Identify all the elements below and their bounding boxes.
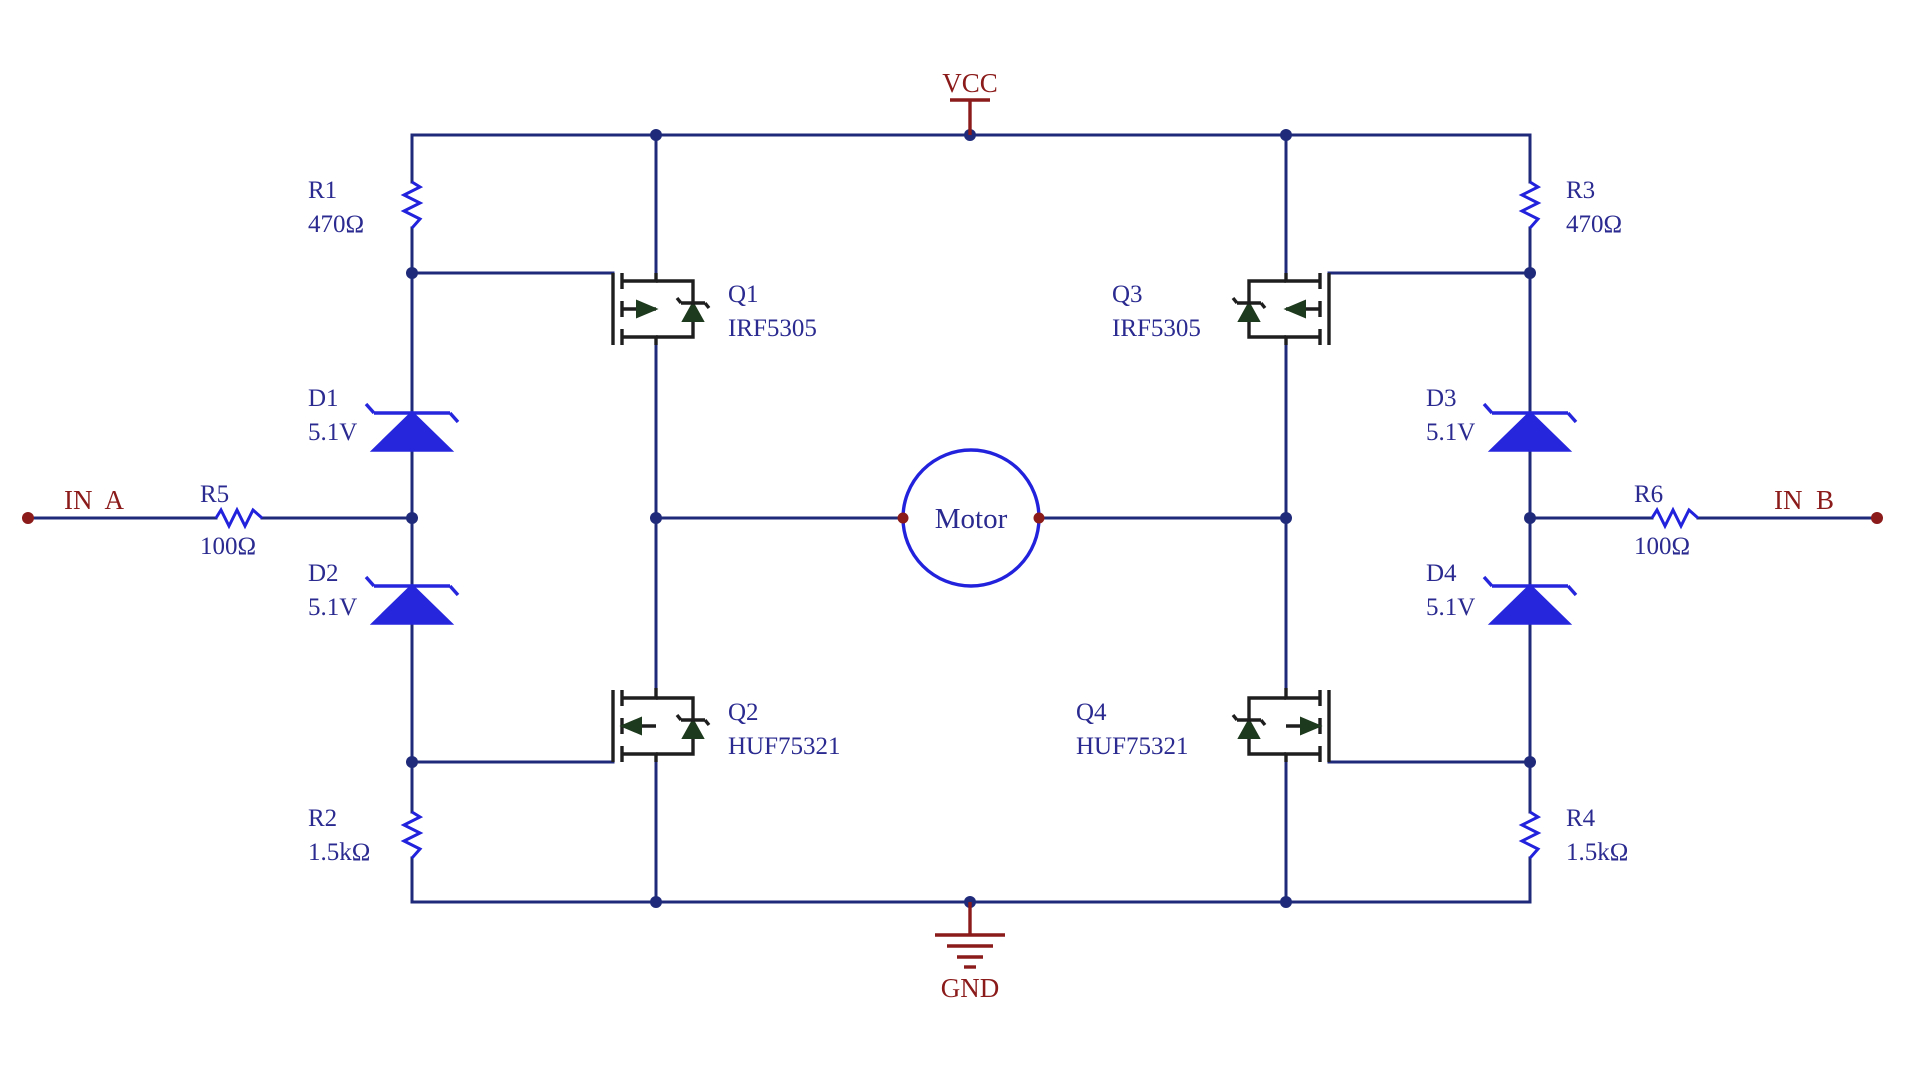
r1-value: 470Ω (308, 211, 364, 238)
resistor-r1: R1 470Ω (308, 177, 424, 238)
vcc-label: VCC (942, 68, 998, 98)
input-a-label: IN A (64, 485, 125, 515)
zener-diode-d1: D1 5.1V (308, 385, 460, 452)
d1-ref: D1 (308, 385, 339, 412)
d4-value: 5.1V (1426, 594, 1475, 621)
resistor-r3: R3 470Ω (1518, 177, 1622, 238)
input-a-terminal: IN A (22, 485, 125, 524)
q2-part: HUF75321 (728, 733, 841, 760)
d3-value: 5.1V (1426, 419, 1475, 446)
r4-value: 1.5kΩ (1566, 839, 1628, 866)
r3-ref: R3 (1566, 177, 1595, 204)
r2-value: 1.5kΩ (308, 839, 370, 866)
zener-diode-d4: D4 5.1V (1426, 560, 1578, 625)
d1-value: 5.1V (308, 419, 357, 446)
r3-value: 470Ω (1566, 211, 1622, 238)
r2-ref: R2 (308, 805, 337, 832)
r5-value: 100Ω (200, 533, 256, 560)
mosfet-q2: Q2 HUF75321 (611, 688, 841, 762)
d4-ref: D4 (1426, 560, 1457, 587)
junctions (406, 129, 1536, 908)
input-b-terminal: IN B (1774, 485, 1883, 524)
d2-ref: D2 (308, 560, 339, 587)
mosfet-q4: Q4 HUF75321 (1076, 688, 1331, 762)
q3-ref: Q3 (1112, 281, 1143, 308)
vcc-symbol: VCC (942, 68, 998, 135)
resistor-r5: R5 100Ω (200, 481, 263, 560)
q4-part: HUF75321 (1076, 733, 1189, 760)
motor: Motor (897, 448, 1045, 588)
resistor-r4: R4 1.5kΩ (1518, 805, 1628, 866)
d3-ref: D3 (1426, 385, 1457, 412)
input-b-label: IN B (1774, 485, 1834, 515)
r6-ref: R6 (1634, 481, 1663, 508)
resistor-r2: R2 1.5kΩ (308, 805, 424, 866)
zener-diode-d2: D2 5.1V (308, 560, 460, 625)
resistor-r6: R6 100Ω (1634, 481, 1699, 560)
motor-label: Motor (935, 503, 1008, 535)
r1-ref: R1 (308, 177, 337, 204)
d2-value: 5.1V (308, 594, 357, 621)
q4-ref: Q4 (1076, 699, 1107, 726)
r6-value: 100Ω (1634, 533, 1690, 560)
q1-ref: Q1 (728, 281, 759, 308)
zener-diode-d3: D3 5.1V (1426, 385, 1578, 452)
q1-part: IRF5305 (728, 315, 817, 342)
mosfet-q3: Q3 IRF5305 (1112, 273, 1331, 345)
gnd-symbol: GND (935, 902, 1005, 1003)
gnd-label: GND (941, 973, 1000, 1003)
mosfet-q1: Q1 IRF5305 (611, 273, 817, 345)
r5-ref: R5 (200, 481, 229, 508)
q3-part: IRF5305 (1112, 315, 1201, 342)
q2-ref: Q2 (728, 699, 759, 726)
r4-ref: R4 (1566, 805, 1596, 832)
